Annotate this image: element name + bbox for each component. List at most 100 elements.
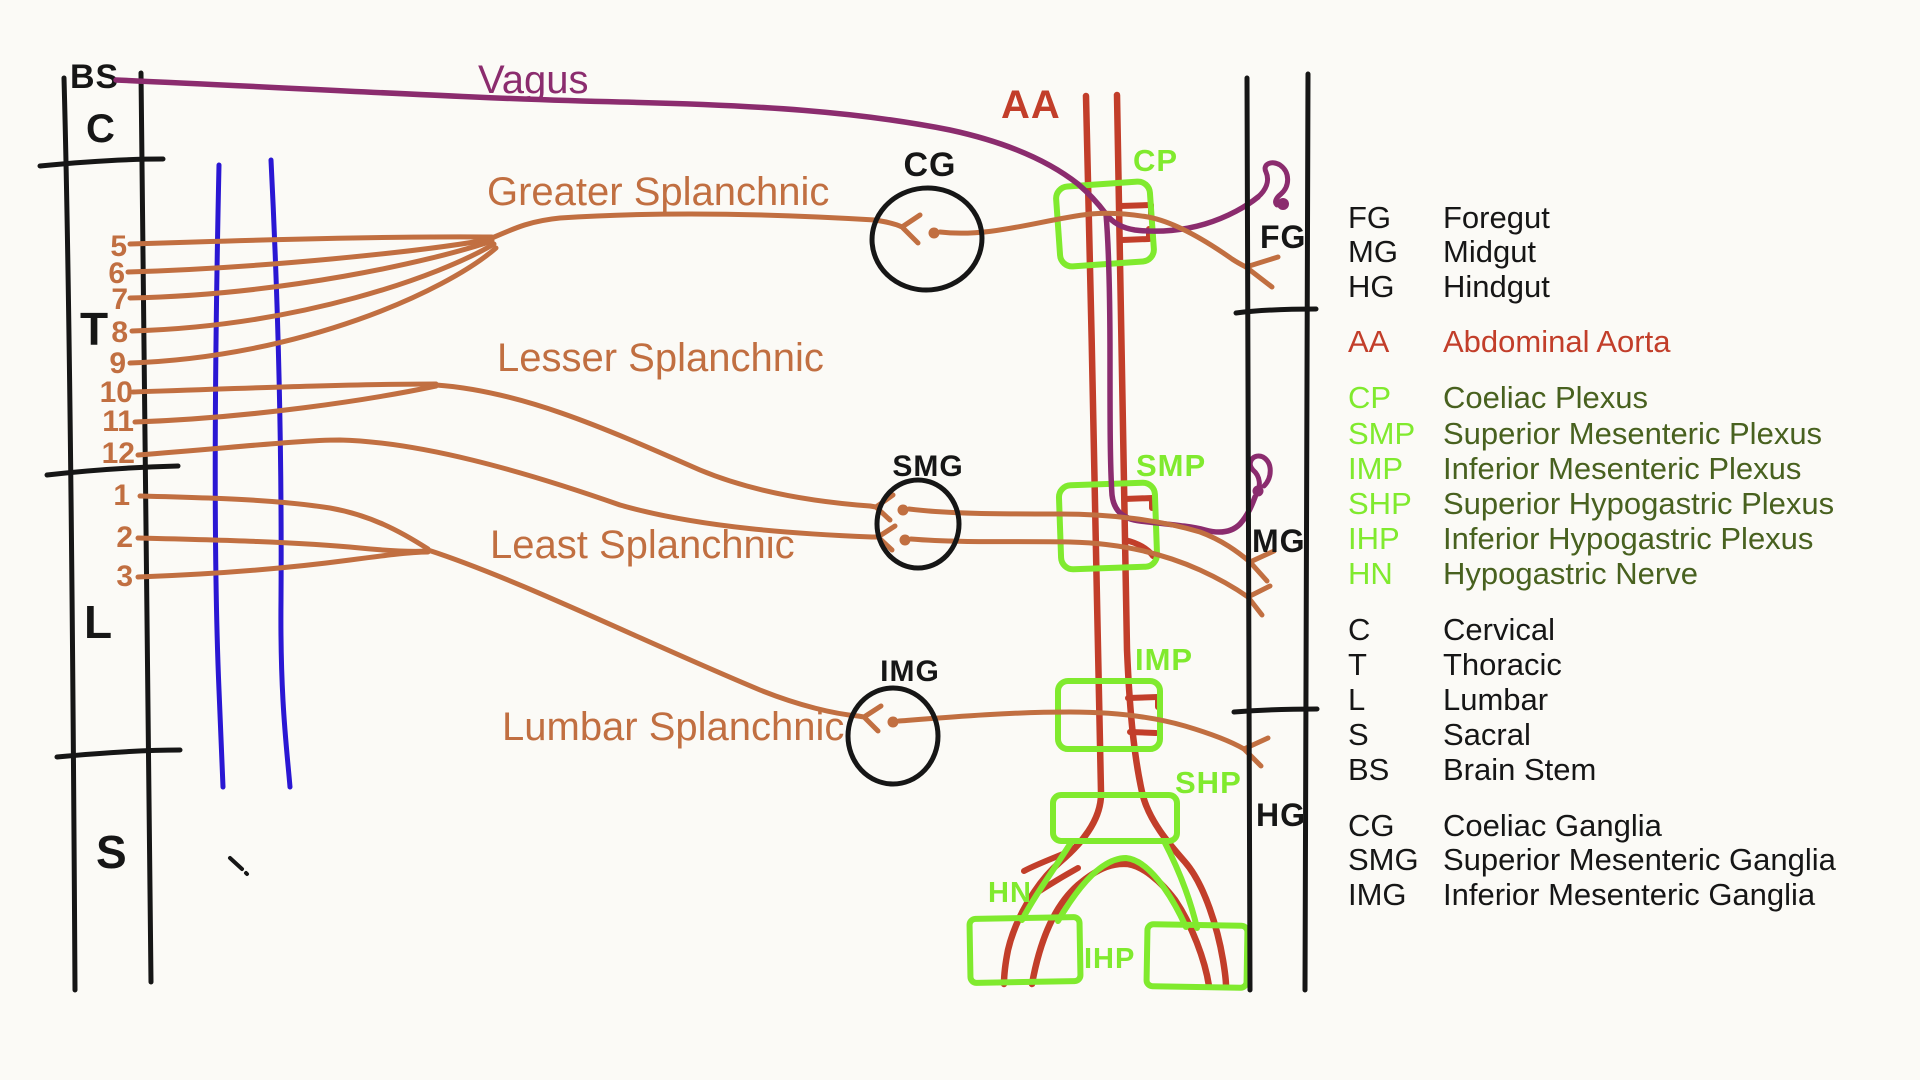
aorta-right-line	[1113, 91, 1230, 990]
coeliac-plexus-label: CP	[1133, 143, 1178, 178]
postganglionic-to-midgut-upper	[906, 506, 1253, 565]
root-l1: 1	[113, 479, 130, 512]
legend-abbr: FG	[1348, 200, 1391, 235]
t5-root-line	[127, 234, 495, 247]
vagus-nerve: Vagus	[113, 58, 1291, 535]
legend-name: Lumbar	[1443, 682, 1548, 717]
img-synapse-dot	[887, 716, 899, 728]
root-t6: 6	[108, 257, 125, 290]
cg-synapse-fork	[872, 212, 923, 246]
legend-name: Superior Mesenteric Ganglia	[1443, 842, 1837, 877]
legend-abbr: IMP	[1348, 451, 1403, 486]
legend-abbr: S	[1348, 717, 1369, 752]
legend-name: Hindgut	[1443, 269, 1550, 304]
thoracic-label: T	[80, 303, 109, 355]
legend-abbr: C	[1348, 612, 1370, 647]
legend-name: Sacral	[1443, 717, 1531, 752]
midgut-hindgut-boundary	[1231, 706, 1320, 715]
legend-abbr: SHP	[1348, 486, 1412, 521]
legend: FG Foregut MG Midgut HG Hindgut AA Abdom…	[1348, 200, 1837, 912]
hypogastric-nerve-left-line	[1019, 838, 1075, 923]
root-t12: 12	[102, 437, 135, 470]
smg-lower-synapse-dot	[899, 534, 911, 546]
legend-name: Hypogastric Nerve	[1443, 556, 1698, 591]
legend-name: Brain Stem	[1443, 752, 1596, 787]
root-l3: 3	[116, 560, 133, 593]
legend-abbr: HG	[1348, 269, 1395, 304]
img-synapse-fork	[855, 703, 884, 734]
vagus-foregut-ending-squiggle	[1255, 160, 1291, 208]
l3-root-line	[135, 549, 431, 580]
smg-upper-synapse-dot	[897, 504, 909, 516]
inferior-mesenteric-ganglia-circle	[845, 685, 941, 787]
root-t10: 10	[100, 376, 133, 409]
superior-mesenteric-plexus-label: SMP	[1136, 448, 1206, 483]
vagus-foregut-ending-dot	[1277, 198, 1289, 210]
hindgut-label: HG	[1256, 797, 1306, 833]
superior-mesenteric-ganglia-label: SMG	[892, 450, 963, 483]
legend-abbr: T	[1348, 647, 1367, 682]
splanchnic-nerves: Greater Splanchnic Lesser Splanchnic Lea…	[125, 170, 1281, 769]
spine-right-wall	[138, 70, 154, 985]
abdominal-aorta: AA	[1000, 83, 1230, 990]
sympathetic-chain-left-line	[212, 162, 226, 790]
legend-abbr: BS	[1348, 752, 1389, 787]
lumbar-splanchnic-line	[425, 547, 861, 719]
inferior-hypogastric-plexus-label: IHP	[1084, 943, 1135, 975]
least-splanchnic-line	[135, 437, 875, 540]
l1-root-line	[137, 493, 431, 552]
lumbar-label: L	[84, 596, 113, 648]
sacral-label: S	[96, 826, 128, 878]
legend-abbr: CG	[1348, 808, 1395, 843]
vagus-main-line	[113, 77, 1109, 217]
legend-abbr: IHP	[1348, 521, 1400, 556]
spinal-column: BS C T L S 5 6 7 8 9 10 11 12 1 2 3	[37, 58, 249, 993]
coeliac-ganglia-circle	[869, 185, 985, 293]
inferior-mesenteric-plexus-label: IMP	[1135, 642, 1193, 677]
legend-name: Cervical	[1443, 612, 1555, 647]
vagus-label: Vagus	[478, 58, 588, 102]
lesser-splanchnic-line	[433, 382, 873, 509]
postganglionic-to-foregut	[937, 210, 1249, 270]
inferior-hypogastric-plexus-box-left	[966, 914, 1084, 986]
cg-synapse-dot	[928, 227, 940, 239]
sma-stub-upper	[1121, 495, 1155, 511]
inferior-hypogastric-plexus-box-right	[1143, 921, 1251, 991]
greater-splanchnic-line	[489, 211, 878, 241]
hypogastric-nerve-label: HN	[988, 877, 1032, 909]
vagus-midgut-ending-dot	[1252, 485, 1264, 497]
t10-root-line	[130, 381, 439, 395]
legend-name: Coeliac Ganglia	[1443, 808, 1663, 843]
legend-abbr: MG	[1348, 234, 1398, 269]
superior-hypogastric-plexus-label: SHP	[1175, 765, 1242, 800]
legend-name: Foregut	[1443, 200, 1550, 235]
lumbar-sacral-boundary	[54, 747, 183, 760]
root-t5: 5	[110, 230, 127, 263]
t9-root-line	[127, 245, 499, 366]
legend-abbr: SMG	[1348, 842, 1419, 877]
sympathetic-chain	[212, 157, 293, 790]
legend-name: Midgut	[1443, 234, 1536, 269]
root-t9: 9	[109, 347, 126, 380]
legend-abbr: HN	[1348, 556, 1393, 591]
legend-name: Inferior Hypogastric Plexus	[1443, 521, 1813, 556]
t6-root-line	[125, 236, 495, 275]
thoracic-lumbar-boundary	[44, 463, 181, 478]
thoracic-root-numbers: 5 6 7 8 9 10 11 12 1 2 3	[100, 230, 135, 593]
superior-hypogastric-plexus-box	[1050, 792, 1180, 844]
coeliac-ganglia-label: CG	[904, 146, 957, 184]
foregut-terminal-fork	[1243, 254, 1281, 290]
ima-stub-lower	[1127, 729, 1159, 736]
stray-pen-mark	[228, 856, 249, 876]
greater-splanchnic-label: Greater Splanchnic	[487, 170, 829, 214]
cg-synapse	[872, 212, 940, 246]
root-t8: 8	[111, 316, 128, 349]
legend-abbr: AA	[1348, 324, 1390, 359]
legend-name: Abdominal Aorta	[1443, 324, 1671, 359]
legend-name: Superior Hypogastric Plexus	[1443, 486, 1834, 521]
foregut-label: FG	[1260, 219, 1306, 255]
cervical-label: C	[86, 107, 116, 151]
brain-stem-label: BS	[70, 58, 119, 96]
